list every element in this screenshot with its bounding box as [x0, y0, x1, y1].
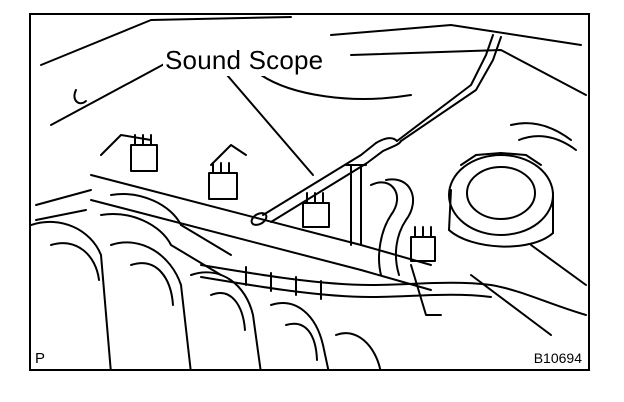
corner-code-left: P	[35, 350, 46, 367]
injector-2	[208, 162, 238, 200]
wiring-harness	[200, 264, 587, 316]
injector-3	[302, 192, 330, 228]
sound-scope-label: Sound Scope	[163, 45, 326, 76]
engine-cover-outline	[40, 16, 292, 66]
sound-scope-probe	[250, 34, 502, 226]
injector-4	[410, 226, 436, 262]
intake-manifold	[31, 220, 382, 369]
illustration-frame: Sound Scope P B10694	[29, 13, 590, 371]
injector-1	[130, 134, 158, 172]
engine-injector-illustration	[31, 16, 587, 369]
figure-id: B10694	[533, 350, 582, 366]
callout-leader-line	[226, 74, 314, 176]
radiator-cap	[448, 152, 554, 248]
